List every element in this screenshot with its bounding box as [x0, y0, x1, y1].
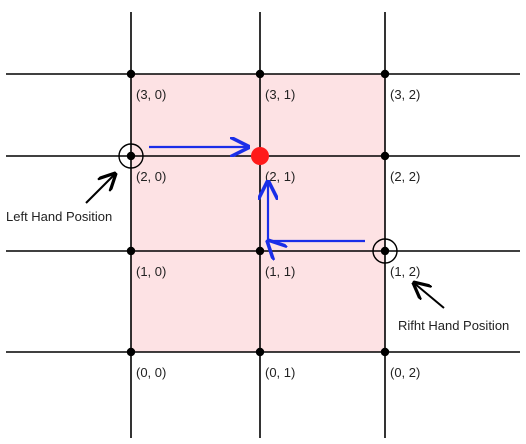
left-hand-pointer-arrow [85, 174, 115, 204]
node-label-0-1: (0, 1) [265, 365, 295, 380]
path-arrow-right-hand [268, 182, 365, 241]
node-label-1-1: (1, 1) [265, 264, 295, 279]
node-label-3-2: (3, 2) [390, 87, 420, 102]
node-label-2-2: (2, 2) [390, 169, 420, 184]
movement-paths [149, 147, 365, 241]
right-hand-marker [372, 238, 398, 264]
node-label-1-0: (1, 0) [136, 264, 166, 279]
highlight-region [131, 74, 385, 352]
node-label-3-1: (3, 1) [265, 87, 295, 102]
node-label-2-0: (2, 0) [136, 169, 166, 184]
node-label-1-2: (1, 2) [390, 264, 420, 279]
grid-node-1-1 [255, 246, 265, 256]
node-label-0-0: (0, 0) [136, 365, 166, 380]
left-hand-marker [118, 143, 144, 169]
node-label-2-1: (2, 1) [265, 169, 295, 184]
right-hand-label: Rifht Hand Position [398, 318, 509, 333]
left-hand-label: Left Hand Position [6, 209, 112, 224]
grid-node-0-0 [126, 347, 136, 357]
node-labels: (3, 0) (3, 1) (3, 2) (2, 0) (2, 1) (2, 2) (1, … [136, 87, 420, 380]
grid-node-3-2 [380, 69, 390, 79]
target-node [251, 147, 269, 165]
grid-node-0-2 [380, 347, 390, 357]
grid-node-1-0 [126, 246, 136, 256]
grid-node-3-1 [255, 69, 265, 79]
grid-node-2-2 [380, 151, 390, 161]
right-hand-pointer-arrow [414, 283, 445, 309]
grid-node-0-1 [255, 347, 265, 357]
grid-node-2-0 [126, 151, 136, 161]
grid-node-3-0 [126, 69, 136, 79]
node-label-3-0: (3, 0) [136, 87, 166, 102]
node-label-0-2: (0, 2) [390, 365, 420, 380]
grid-node-1-2 [380, 246, 390, 256]
